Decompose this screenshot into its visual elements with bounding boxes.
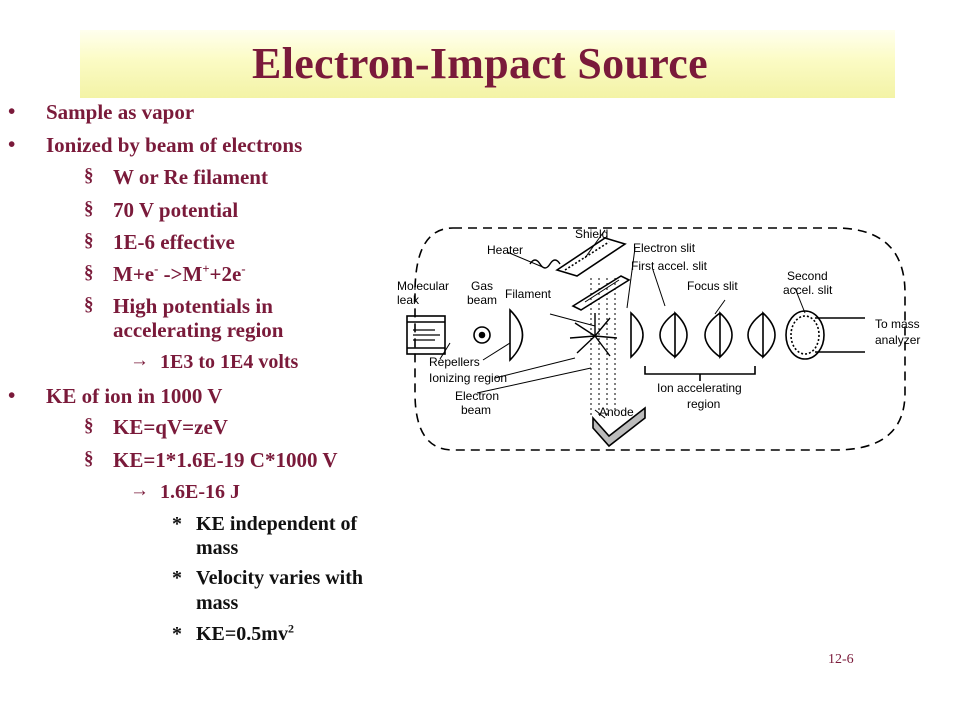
square-marker: § [84, 294, 94, 315]
label-heater: Heater [487, 243, 523, 257]
label-ion-accel-1: Ion accelerating [657, 381, 742, 395]
arrow-marker: → [130, 350, 149, 371]
label-first-accel-slit: First accel. slit [631, 259, 708, 273]
ionizing-burst [569, 313, 618, 357]
level4-ke-independent-1: KE independent of [196, 513, 358, 535]
bullet-sample-vapor: Sample as vapor [46, 100, 195, 124]
level4-ke-independent-2: mass [196, 537, 239, 559]
star-marker: * [172, 623, 182, 645]
square-marker: § [84, 262, 94, 283]
focus-plate [704, 311, 733, 359]
subbullet-high-potentials-1: High potentials in [113, 294, 273, 318]
subbullet-reaction: M+e- ->M++2e- [113, 262, 246, 286]
filament [571, 275, 631, 311]
square-marker: § [84, 165, 94, 186]
exit-tube [815, 317, 865, 353]
level4-velocity-2: mass [196, 592, 239, 614]
level4-velocity-1: Velocity varies with [196, 567, 364, 589]
gas-beam [473, 326, 491, 344]
square-marker: § [84, 198, 94, 219]
bullet-ionized: Ionized by beam of electrons [46, 133, 303, 157]
label-second-accel-1: Second [787, 269, 828, 283]
label-electron-slit: Electron slit [633, 241, 696, 255]
bullet-marker: • [8, 99, 16, 123]
label-gas-2: beam [467, 293, 497, 307]
slide-title: Electron-Impact Source [252, 39, 708, 88]
electron-beam-lines [590, 278, 616, 418]
label-gas-1: Gas [471, 279, 493, 293]
label-molecular-1: Molecular [397, 279, 449, 293]
subbullet-potential: 70 V potential [113, 198, 239, 222]
anode [592, 406, 646, 448]
square-marker: § [84, 448, 94, 469]
square-marker: § [84, 415, 94, 436]
subbullet-ke-calc: KE=1*1.6E-19 C*1000 V [113, 448, 338, 472]
ion-accel-brace [644, 366, 756, 375]
subsub-volts: 1E3 to 1E4 volts [160, 351, 299, 373]
second-plate [747, 311, 776, 359]
square-marker: § [84, 230, 94, 251]
label-to-mass-1: To mass [875, 317, 920, 331]
subbullet-filament: W or Re filament [113, 165, 268, 189]
level4-ke-half-mv2: KE=0.5mv2 [196, 621, 294, 645]
title-band [80, 30, 895, 98]
label-shield: Shield [575, 227, 608, 241]
star-marker: * [172, 513, 182, 535]
arrow-marker: → [130, 480, 149, 501]
label-anode: Anode [599, 405, 634, 419]
label-ion-accel-2: region [687, 397, 720, 411]
label-molecular-2: leak [397, 293, 420, 307]
bullet-ke-ion: KE of ion in 1000 V [46, 384, 223, 408]
bullet-marker: • [8, 132, 16, 156]
molecular-leak [406, 315, 446, 355]
housing-outline [414, 227, 906, 451]
subbullet-ke-formula: KE=qV=zeV [113, 415, 228, 439]
subbullet-effective: 1E-6 effective [113, 230, 235, 254]
page-number: 12-6 [828, 652, 854, 667]
subsub-joules: 1.6E-16 J [160, 481, 240, 503]
bullet-marker: • [8, 383, 16, 407]
first-accel-plate [659, 311, 688, 359]
label-electron-beam-1: Electron [455, 389, 499, 403]
shield [555, 237, 627, 277]
label-second-accel-2: accel. slit [783, 283, 833, 297]
label-electron-beam-2: beam [461, 403, 491, 417]
repeller [509, 308, 524, 362]
star-marker: * [172, 567, 182, 589]
label-focus-slit: Focus slit [687, 279, 738, 293]
label-repellers: Repellers [429, 355, 480, 369]
second-accel-ring [785, 310, 825, 360]
subbullet-high-potentials-2: accelerating region [113, 318, 284, 342]
label-filament: Filament [505, 287, 552, 301]
electron-impact-source-diagram: Heater Shield Electron slit First accel.… [397, 227, 920, 451]
label-to-mass-2: analyzer [875, 333, 920, 347]
label-ionizing-region: Ionizing region [429, 371, 507, 385]
electron-slit-plate [630, 311, 644, 359]
